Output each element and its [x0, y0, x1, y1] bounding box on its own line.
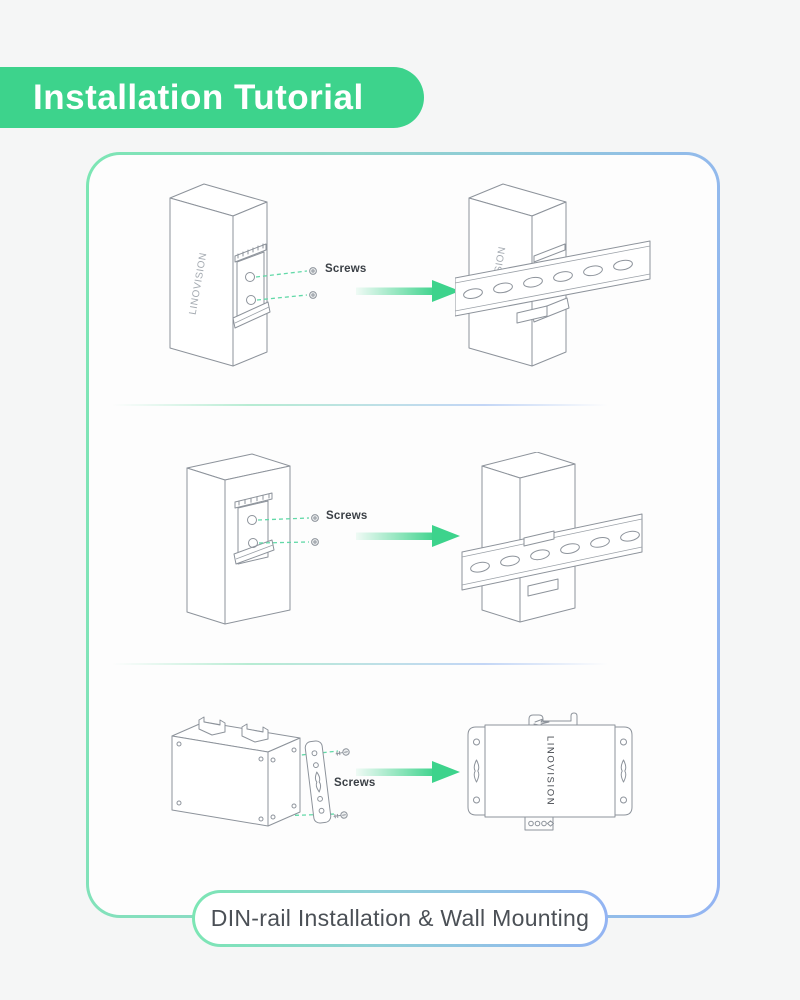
page-title: Installation Tutorial: [33, 77, 364, 117]
keyhole-slot: [314, 771, 322, 793]
terminal-connector: [524, 816, 554, 831]
wall-mounted-device-illustration: LINOVISION: [467, 712, 633, 831]
din-clip-edge: [528, 712, 578, 727]
row-divider-1: [112, 404, 608, 406]
caption-text: DIN-rail Installation & Wall Mounting: [210, 905, 590, 931]
din-rail-clips-top: [198, 716, 269, 743]
din-rail-mounted-illustration: [461, 452, 643, 623]
rail-slots: [470, 530, 640, 573]
din-rail: [461, 513, 643, 591]
device-wall-mount-illustration: [171, 716, 350, 827]
wall-mount-ear-plate: [304, 740, 332, 824]
wall-mount-ear-left: [467, 726, 486, 816]
device-body: [484, 724, 616, 818]
dashed-leader-line: [257, 517, 310, 544]
dashed-leader-line: [255, 270, 308, 301]
keyhole-slot: [620, 759, 627, 783]
brand-text: LINOVISION: [544, 736, 555, 806]
screw: [333, 811, 348, 819]
rail-slots: [463, 259, 633, 299]
din-clip-tab-bottom: [527, 578, 559, 597]
screw-icon: [311, 514, 319, 546]
caption-pill: DIN-rail Installation & Wall Mounting: [192, 890, 608, 947]
flow-arrow: [356, 280, 460, 302]
din-rail-clip: [233, 492, 275, 565]
din-rail: [455, 240, 651, 317]
device-box: LINOVISION: [169, 183, 268, 367]
row-divider-2: [112, 663, 608, 665]
wall-mount-ear-right: [614, 726, 633, 816]
screws-callout-label: Screws: [326, 510, 368, 522]
flow-arrow: [356, 761, 460, 783]
screw-icon: [309, 267, 317, 299]
device-back-view-illustration: [186, 453, 319, 625]
device-box: [171, 721, 301, 827]
caption-pill-inner: DIN-rail Installation & Wall Mounting: [195, 893, 605, 944]
screws-callout-label: Screws: [334, 777, 376, 789]
keyhole-slot: [473, 759, 480, 783]
title-banner: Installation Tutorial: [0, 67, 424, 128]
din-clip-tab: [516, 305, 548, 324]
din-clip-tab-top: [523, 530, 555, 547]
screws-callout-label: Screws: [325, 263, 367, 275]
din-rail-mounted-illustration: LINOVISION: [455, 183, 651, 367]
screw: [335, 748, 350, 756]
device-side-view-illustration: LINOVISION: [169, 183, 317, 367]
flow-arrow: [356, 525, 460, 547]
din-rail-clip: [232, 243, 271, 329]
